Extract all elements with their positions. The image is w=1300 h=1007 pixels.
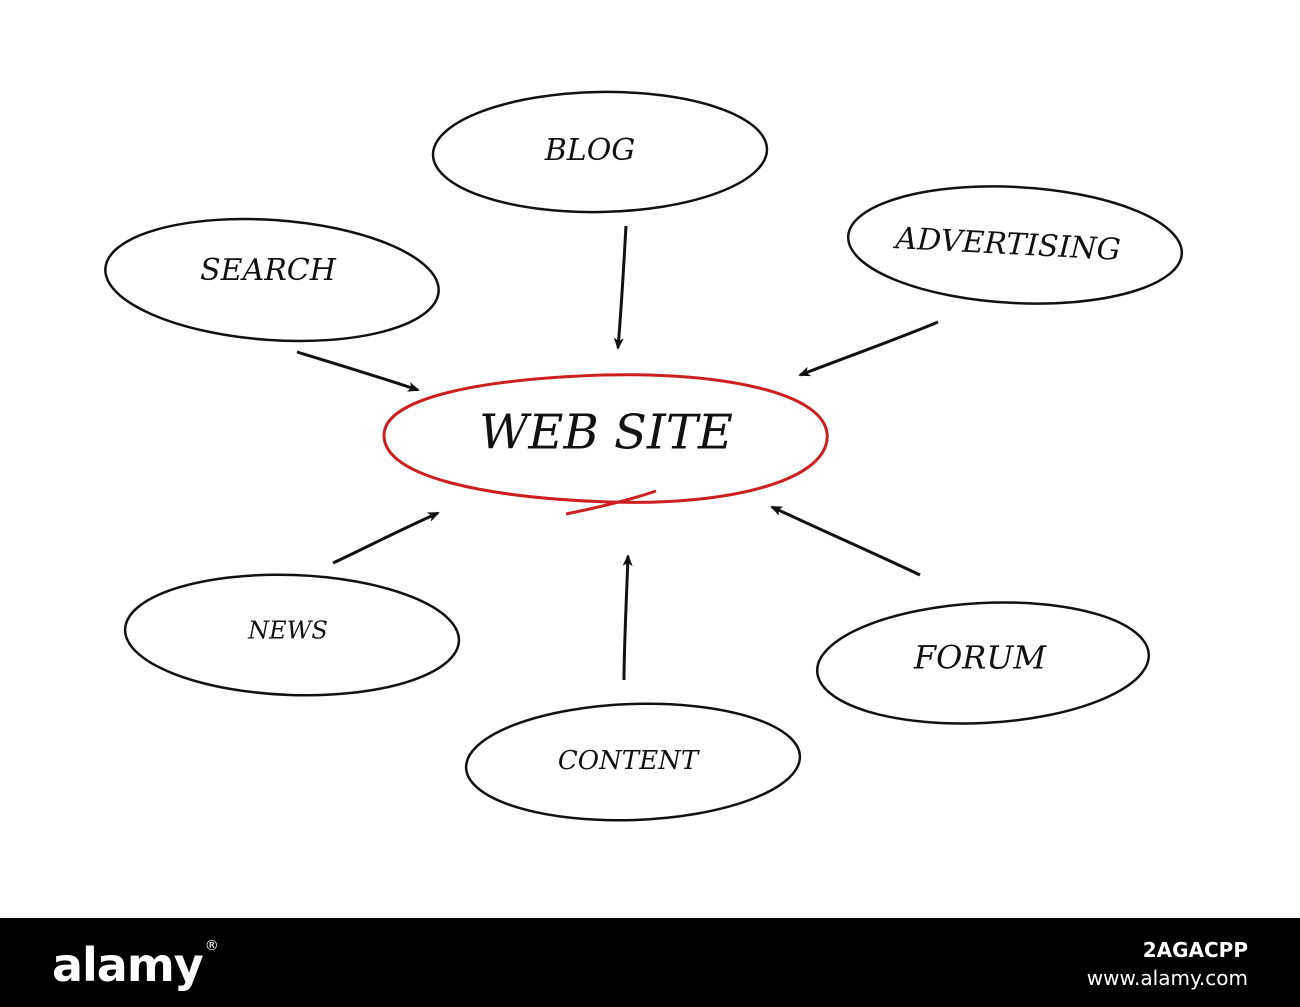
site-url: www.alamy.com xyxy=(1086,966,1248,990)
center-label: WEB SITE xyxy=(479,405,733,461)
footer-bar: alamy® 2AGACPP www.alamy.com xyxy=(0,918,1300,1007)
node-advertising-label: ADVERTISING xyxy=(892,221,1122,268)
node-content: CONTENT xyxy=(464,702,802,822)
brand-logo: alamy® xyxy=(52,938,219,992)
node-news: NEWS xyxy=(123,573,461,697)
node-content-label: CONTENT xyxy=(558,746,700,776)
center-underline xyxy=(565,489,657,516)
arrows-group xyxy=(296,225,939,681)
arrow-forum-to-center xyxy=(770,505,921,577)
arrow-news-to-center xyxy=(332,511,440,565)
arrow-advertising-to-center xyxy=(798,320,939,377)
node-news-label: NEWS xyxy=(247,617,328,645)
diagram-svg: BLOG ADVERTISING SEARCH NEWS CONTENT FOR… xyxy=(104,90,1184,822)
diagram-canvas: BLOG ADVERTISING SEARCH NEWS CONTENT FOR… xyxy=(104,90,1184,822)
trademark-mark: ® xyxy=(204,938,219,954)
node-forum-label: FORUM xyxy=(913,639,1048,677)
node-search: SEARCH xyxy=(104,217,440,343)
brand-logo-text: alamy xyxy=(52,938,204,992)
footer-meta: 2AGACPP www.alamy.com xyxy=(1087,938,1248,990)
image-id: 2AGACPP xyxy=(1142,938,1248,962)
center-ellipse xyxy=(382,373,829,504)
arrow-search-to-center xyxy=(296,350,420,392)
node-search-label: SEARCH xyxy=(200,253,337,288)
arrow-blog-to-center xyxy=(613,225,628,350)
node-forum: FORUM xyxy=(815,601,1151,725)
node-blog-label: BLOG xyxy=(544,133,636,168)
node-blog: BLOG xyxy=(431,90,769,214)
center-node: WEB SITE xyxy=(382,373,829,516)
arrow-content-to-center xyxy=(622,554,633,681)
node-advertising: ADVERTISING xyxy=(846,185,1184,305)
